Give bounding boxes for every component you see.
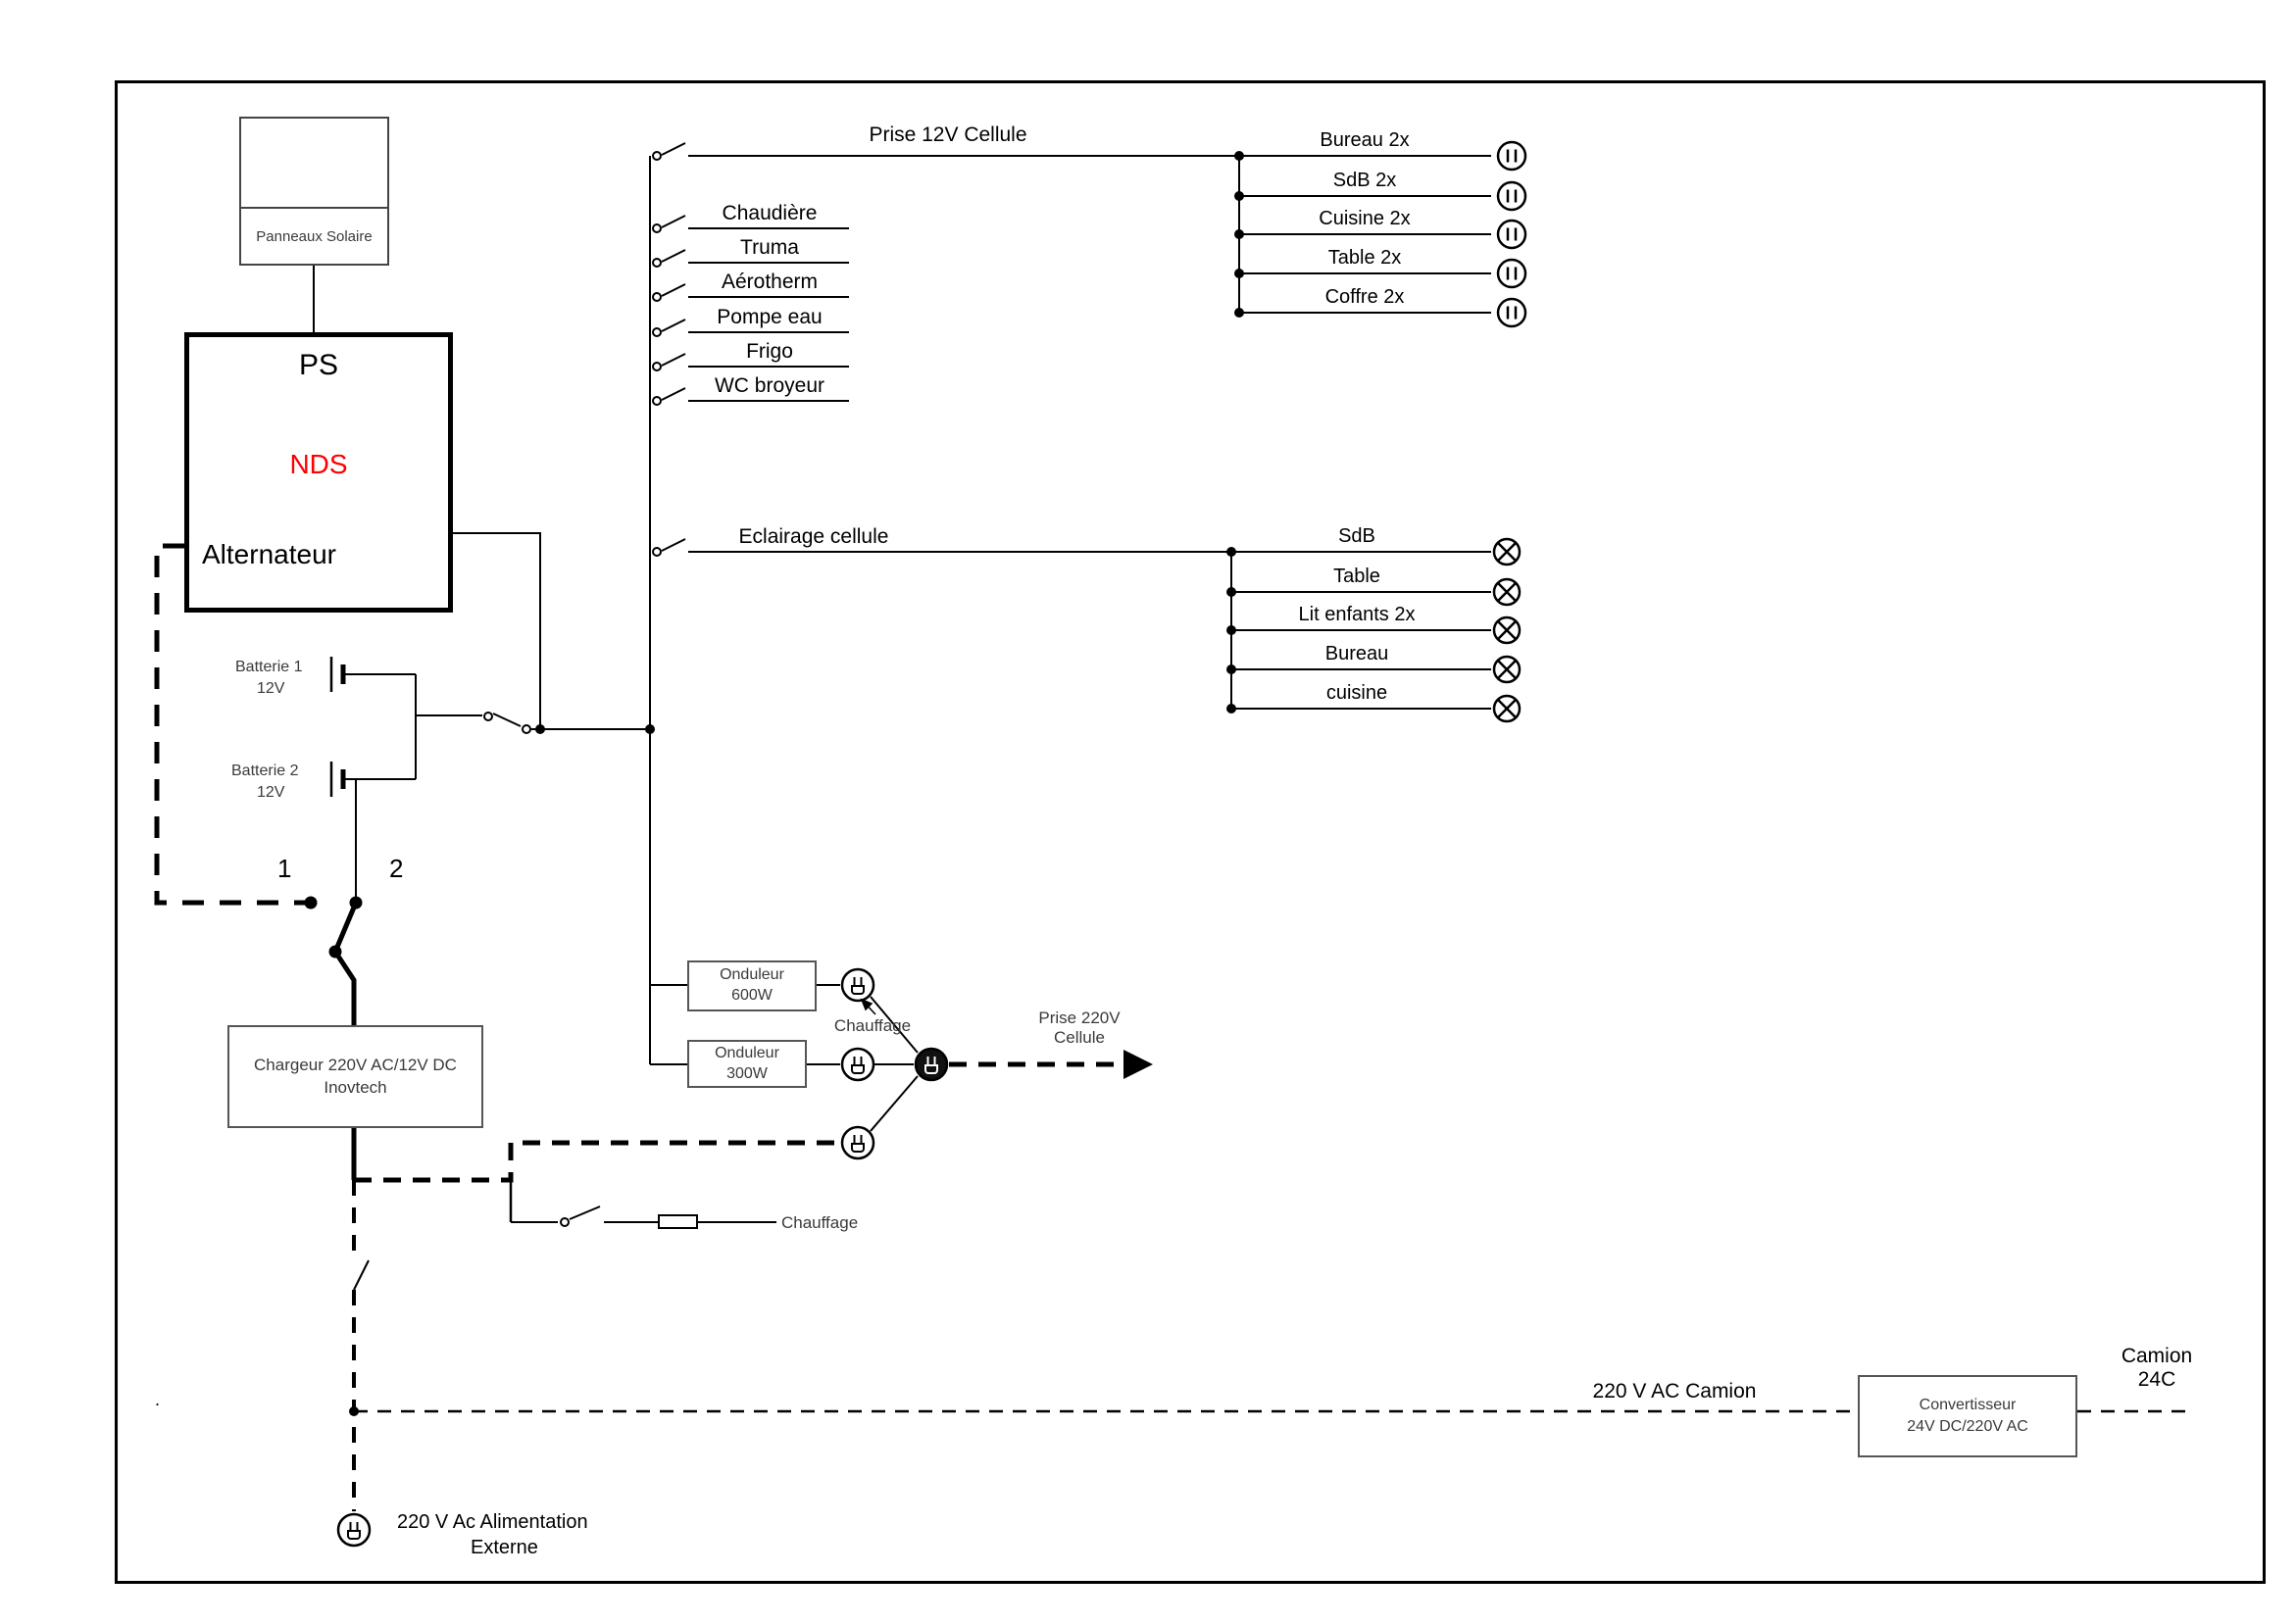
- truck-label-line2: 24C: [2137, 1368, 2176, 1392]
- branch-label-chaudiere: Chaudière: [722, 202, 818, 224]
- selector-switch: [304, 896, 363, 1025]
- battery-1-label: Batterie 1: [235, 659, 303, 675]
- inverter-600w-line2: 600W: [731, 987, 773, 1004]
- socket-distribution-wires: [1238, 155, 1491, 314]
- socket-label-sdb: SdB 2x: [1332, 170, 1397, 191]
- charger-box: Chargeur 220V AC/12V DC Inovtech: [227, 1025, 483, 1128]
- inverter-300w-line2: 300W: [726, 1064, 768, 1082]
- socket-label-table: Table 2x: [1327, 247, 1402, 269]
- ps-label: PS: [298, 349, 339, 381]
- battery-1-voltage: 12V: [257, 680, 285, 697]
- battery-1-symbol: [329, 657, 416, 692]
- inverter-600w-box: Onduleur 600W: [687, 960, 817, 1011]
- lighting-label-lit-enfants: Lit enfants 2x: [1298, 604, 1416, 625]
- lighting-distribution-wires: [1230, 551, 1491, 710]
- lighting-label-table: Table: [1333, 566, 1380, 587]
- battery-2-voltage: 12V: [257, 784, 285, 801]
- plug-dark-icon: [914, 1047, 949, 1082]
- battery-2-label: Batterie 2: [231, 763, 299, 779]
- charger-label-line2: Inovtech: [324, 1077, 387, 1097]
- lamp-icon: [1492, 694, 1522, 723]
- truck-label: Camion 24C: [2083, 1345, 2230, 1392]
- lamp-icon: [1492, 577, 1522, 607]
- socket-220v-label: Prise 220V Cellule: [1006, 1009, 1153, 1047]
- plug-icon: [840, 1047, 875, 1082]
- external-supply-line2: Externe: [471, 1537, 538, 1558]
- lighting-label-bureau: Bureau: [1324, 643, 1389, 664]
- socket-label-coffre: Coffre 2x: [1324, 286, 1405, 308]
- inverter-output-wires: [807, 984, 919, 1132]
- alternator-label: Alternateur: [202, 539, 336, 569]
- branch-label-pompe-eau: Pompe eau: [717, 306, 823, 328]
- heating-label-2: Chauffage: [781, 1213, 859, 1232]
- socket-12v-icon: [1496, 219, 1527, 250]
- branch-label-aerotherm: Aérotherm: [721, 271, 819, 293]
- socket-12v-icon: [1496, 258, 1527, 289]
- charger-label-line1: Chargeur 220V AC/12V DC: [254, 1055, 457, 1074]
- branch-label-truma: Truma: [740, 236, 799, 259]
- battery-bus-wires: [355, 674, 650, 897]
- battery-2-symbol: [329, 762, 416, 797]
- dc-branch-switches: [652, 142, 1239, 557]
- socket-12v-icon: [1496, 180, 1527, 212]
- lighting-title: Eclairage cellule: [738, 525, 889, 548]
- stray-dot: .: [155, 1390, 161, 1409]
- socket-220v-line1: Prise 220V: [1038, 1009, 1121, 1027]
- lighting-label-cuisine: cuisine: [1325, 682, 1388, 704]
- branch-label-frigo: Frigo: [746, 340, 793, 363]
- inverter-600w-line1: Onduleur: [720, 966, 784, 984]
- external-supply-line1: 220 V Ac Alimentation: [397, 1511, 588, 1533]
- ps-output-wire: [453, 532, 541, 729]
- branch-label-wc-broyeur: WC broyeur: [714, 374, 825, 397]
- solar-panel-label: Panneaux Solaire: [241, 207, 387, 264]
- selector-position-1-label: 1: [277, 854, 292, 883]
- socket-label-bureau: Bureau 2x: [1320, 129, 1410, 151]
- truck-label-line1: Camion: [2121, 1345, 2193, 1367]
- dc-bus-title: Prise 12V Cellule: [869, 123, 1027, 146]
- truck-ac-line-label: 220 V AC Camion: [1592, 1380, 1757, 1403]
- socket-12v-icon: [1496, 140, 1527, 172]
- heater-resistor-symbol: [658, 1214, 698, 1229]
- lighting-junction-dots: [1226, 547, 1236, 714]
- heating-pointer-arrow-icon: [860, 998, 876, 1015]
- solar-panel-box: Panneaux Solaire: [239, 117, 389, 266]
- alternator-feed-wire: [154, 543, 305, 906]
- socket-junction-dots: [1234, 151, 1244, 318]
- socket-220v-arrow: [949, 1050, 1153, 1079]
- lamp-icon: [1492, 615, 1522, 645]
- lamp-icon: [1492, 537, 1522, 566]
- plug-icon: [840, 1125, 875, 1160]
- heating-label-1: Chauffage: [833, 1016, 912, 1035]
- ps-nds-alternator-box: [184, 332, 453, 613]
- inverter-300w-line1: Onduleur: [715, 1044, 779, 1061]
- socket-label-cuisine: Cuisine 2x: [1319, 208, 1411, 229]
- charger-output-wires: [349, 1128, 838, 1511]
- socket-12v-icon: [1496, 297, 1527, 328]
- lighting-label-sdb: SdB: [1338, 525, 1375, 547]
- lamp-icon: [1492, 655, 1522, 684]
- heater-branch-wires: [511, 1206, 776, 1227]
- converter-line2: 24V DC/220V AC: [1907, 1418, 2028, 1435]
- plug-icon: [840, 967, 875, 1003]
- converter-box: Convertisseur 24V DC/220V AC: [1858, 1375, 2077, 1457]
- selector-position-2-label: 2: [389, 854, 404, 883]
- diagram-frame: [115, 80, 2266, 1584]
- dc-bus-wires: [649, 156, 687, 1065]
- battery-isolator-switch: [483, 712, 531, 734]
- converter-line1: Convertisseur: [1919, 1396, 2017, 1413]
- external-plug-icon: [336, 1512, 372, 1548]
- nds-label: NDS: [289, 449, 348, 479]
- socket-220v-line2: Cellule: [1054, 1027, 1105, 1047]
- inverter-300w-box: Onduleur 300W: [687, 1040, 807, 1088]
